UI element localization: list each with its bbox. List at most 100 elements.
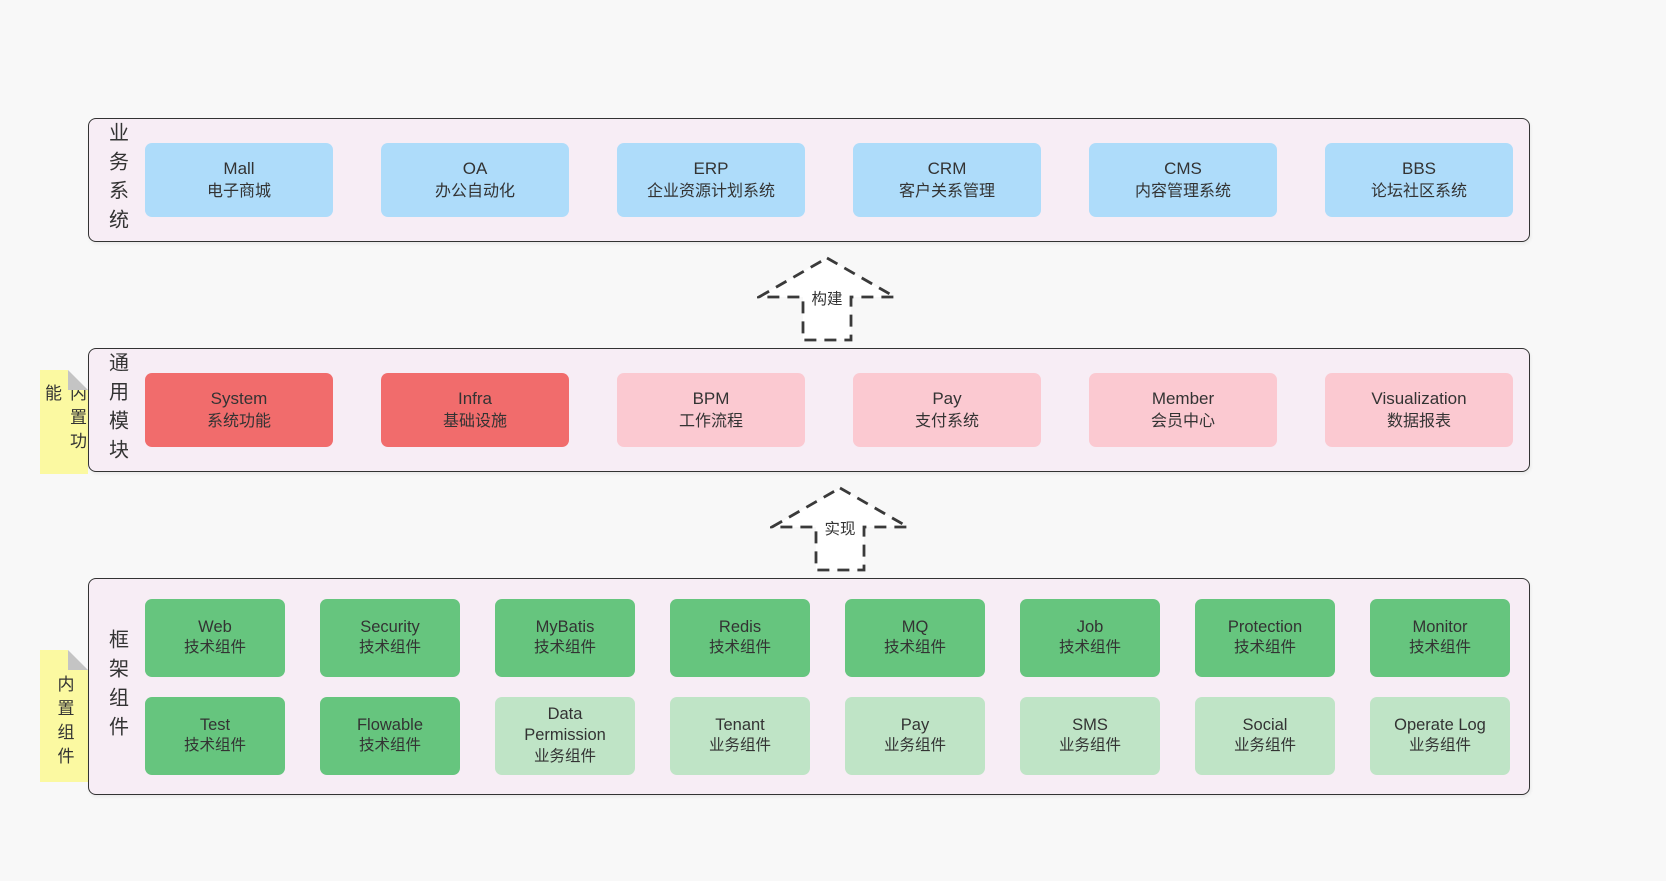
node-title: Flowable <box>356 715 424 734</box>
node-title: Mall <box>223 158 255 178</box>
node-mybatis: MyBatis 技术组件 <box>495 598 635 677</box>
node-subtitle: 技术组件 <box>1058 639 1121 657</box>
component-boxes-row-1: Web 技术组件 Security 技术组件 MyBatis 技术组件 Redi… <box>145 598 1510 677</box>
node-visualization: Visualization 数据报表 <box>1325 373 1513 447</box>
node-title: Infra <box>457 388 493 408</box>
node-protection: Protection 技术组件 <box>1195 598 1335 677</box>
layer-label-common-modules: 通用模块 <box>105 352 128 468</box>
node-subtitle: 数据报表 <box>1386 412 1451 430</box>
node-title: ERP <box>693 158 729 178</box>
node-title: Member <box>1151 388 1215 408</box>
node-tenant: Tenant 业务组件 <box>670 696 810 775</box>
node-title: Monitor <box>1412 617 1468 636</box>
component-boxes-row-2: Test 技术组件 Flowable 技术组件 Data Permission … <box>145 696 1510 775</box>
node-social: Social 业务组件 <box>1195 696 1335 775</box>
node-subtitle: 工作流程 <box>678 412 743 430</box>
node-test: Test 技术组件 <box>145 696 285 775</box>
node-title: BPM <box>692 388 730 408</box>
node-title: Job <box>1076 617 1104 636</box>
node-subtitle: 办公自动化 <box>434 182 515 200</box>
node-title: BBS <box>1401 158 1437 178</box>
implement-arrow-label: 实现 <box>821 517 859 539</box>
node-subtitle: 会员中心 <box>1150 412 1215 430</box>
node-title: Social <box>1242 715 1288 734</box>
sticky-note-built-in-features: 内置功能 <box>40 370 88 474</box>
node-subtitle: 业务组件 <box>1058 737 1121 755</box>
node-subtitle: 技术组件 <box>358 639 421 657</box>
node-title: OA <box>462 158 488 178</box>
node-title: Pay <box>900 715 930 734</box>
node-title: MQ <box>901 617 929 636</box>
node-subtitle: 电子商城 <box>206 182 271 200</box>
node-subtitle: 技术组件 <box>883 639 946 657</box>
node-subtitle: 业务组件 <box>1233 737 1296 755</box>
build-arrow-label: 构建 <box>808 287 846 309</box>
node-subtitle: 企业资源计划系统 <box>646 182 775 200</box>
node-member: Member 会员中心 <box>1089 373 1277 447</box>
node-subtitle: 技术组件 <box>183 639 246 657</box>
node-web: Web 技术组件 <box>145 598 285 677</box>
node-title: Web <box>198 617 232 636</box>
node-subtitle: 业务组件 <box>533 747 596 765</box>
node-title: Tenant <box>715 715 765 734</box>
node-title: CRM <box>927 158 967 178</box>
node-security: Security 技术组件 <box>320 598 460 677</box>
node-subtitle: 技术组件 <box>708 639 771 657</box>
node-pay-system: Pay 支付系统 <box>853 373 1041 447</box>
layer-label-framework-components: 框架组件 <box>105 628 128 745</box>
sticky-note-text: 内置组件 <box>54 675 74 771</box>
node-operate-log: Operate Log 业务组件 <box>1370 696 1510 775</box>
layer-business-systems: 业务系统 Mall 电子商城 OA 办公自动化 ERP 企业资源计划系统 CRM… <box>88 118 1530 242</box>
node-subtitle: 业务组件 <box>883 737 946 755</box>
node-title: Security <box>360 617 420 636</box>
node-job: Job 技术组件 <box>1020 598 1160 677</box>
node-subtitle: 技术组件 <box>533 639 596 657</box>
node-flowable: Flowable 技术组件 <box>320 696 460 775</box>
node-system: System 系统功能 <box>145 373 333 447</box>
node-title: Protection <box>1227 617 1303 636</box>
node-subtitle: 内容管理系统 <box>1134 182 1231 200</box>
node-cms: CMS 内容管理系统 <box>1089 143 1277 217</box>
sticky-note-text: 内置功能 <box>42 384 86 456</box>
node-subtitle: 技术组件 <box>183 737 246 755</box>
build-arrow: 构建 <box>757 256 897 342</box>
business-boxes-row: Mall 电子商城 OA 办公自动化 ERP 企业资源计划系统 CRM 客户关系… <box>145 143 1513 217</box>
node-subtitle: 技术组件 <box>1408 639 1471 657</box>
layer-framework-components: 框架组件 Web 技术组件 Security 技术组件 MyBatis 技术组件… <box>88 578 1530 795</box>
node-erp: ERP 企业资源计划系统 <box>617 143 805 217</box>
node-bpm: BPM 工作流程 <box>617 373 805 447</box>
node-oa: OA 办公自动化 <box>381 143 569 217</box>
node-title: System <box>210 388 268 408</box>
node-title: CMS <box>1164 158 1202 178</box>
node-subtitle: 技术组件 <box>1233 639 1296 657</box>
node-crm: CRM 客户关系管理 <box>853 143 1041 217</box>
node-title: Redis <box>718 617 762 636</box>
node-bbs: BBS 论坛社区系统 <box>1325 143 1513 217</box>
node-subtitle: 技术组件 <box>358 737 421 755</box>
node-subtitle: 论坛社区系统 <box>1370 182 1467 200</box>
node-redis: Redis 技术组件 <box>670 598 810 677</box>
node-sms: SMS 业务组件 <box>1020 696 1160 775</box>
module-boxes-row: System 系统功能 Infra 基础设施 BPM 工作流程 Pay 支付系统… <box>145 373 1513 447</box>
node-subtitle: 支付系统 <box>914 412 979 430</box>
node-title: Test <box>199 715 231 734</box>
node-subtitle: 客户关系管理 <box>898 182 995 200</box>
node-data-permission: Data Permission 业务组件 <box>495 696 635 775</box>
layer-label-business-systems: 业务系统 <box>105 122 128 238</box>
node-mall: Mall 电子商城 <box>145 143 333 217</box>
layer-common-modules: 通用模块 System 系统功能 Infra 基础设施 BPM 工作流程 Pay… <box>88 348 1530 472</box>
node-title: Pay <box>932 388 962 408</box>
node-subtitle: 业务组件 <box>1408 737 1471 755</box>
node-subtitle: 业务组件 <box>708 737 771 755</box>
node-subtitle: 基础设施 <box>442 412 507 430</box>
node-title: SMS <box>1072 715 1108 734</box>
component-rows: Web 技术组件 Security 技术组件 MyBatis 技术组件 Redi… <box>145 598 1510 775</box>
node-monitor: Monitor 技术组件 <box>1370 598 1510 677</box>
node-infra: Infra 基础设施 <box>381 373 569 447</box>
node-title: Data Permission <box>524 704 606 745</box>
node-title: Operate Log <box>1394 715 1486 734</box>
node-title: Visualization <box>1371 388 1467 408</box>
node-subtitle: 系统功能 <box>206 412 271 430</box>
node-title: MyBatis <box>535 617 595 636</box>
